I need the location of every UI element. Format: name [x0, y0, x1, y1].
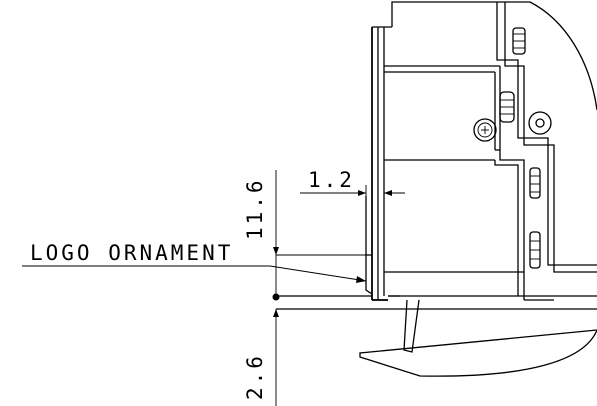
- dim-thickness-label: 1.2: [308, 168, 355, 192]
- logo-ornament-part: [365, 196, 373, 295]
- screw-middle: [499, 91, 515, 123]
- screw-lower-2: [529, 231, 541, 269]
- dimension-height: [273, 170, 366, 296]
- mounting-hole: [528, 111, 552, 135]
- housing-outline: [391, 1, 597, 111]
- dim-height-label: 11.6: [243, 177, 267, 240]
- housing-lower-curve: [359, 329, 597, 377]
- base-lines: [276, 271, 597, 310]
- phillips-screw-icon: [473, 118, 497, 142]
- upper-block: [384, 65, 501, 161]
- screw-lower-1: [529, 167, 541, 199]
- screw-top: [512, 27, 526, 55]
- right-bracket-arm: [494, 2, 597, 300]
- dim-offset-label: 2.6: [243, 353, 267, 400]
- dimension-offset: [272, 293, 280, 406]
- dimension-thickness: [300, 185, 405, 200]
- bracket-plate: [371, 14, 400, 301]
- logo-ornament-label: LOGO ORNAMENT: [30, 241, 233, 265]
- lower-lip: [403, 299, 420, 353]
- logo-ornament-leader: [22, 265, 367, 283]
